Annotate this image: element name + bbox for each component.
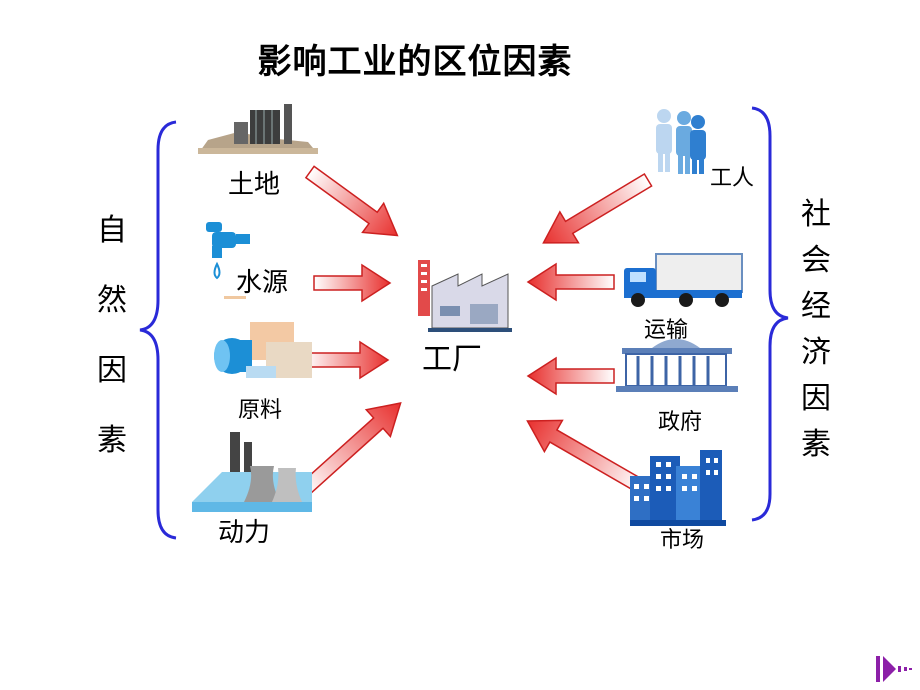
label-workers: 工人	[710, 166, 755, 191]
truck-icon	[624, 253, 743, 307]
water-tap-icon	[206, 222, 250, 299]
workers-icon	[656, 109, 706, 174]
arrow-workers-to-factory	[542, 172, 653, 244]
socioeconomic-factors-label: 社 会 经 济 因 素	[798, 192, 834, 468]
socioeconomic-factors-char: 因	[801, 381, 831, 416]
factory-icon	[418, 260, 512, 332]
arrow-material-to-factory	[305, 340, 390, 380]
socioeconomic-factors-char: 素	[801, 427, 831, 462]
socioeconomic-factors-char: 社	[801, 197, 831, 232]
label-factory: 工厂	[422, 342, 482, 377]
city-market-icon	[630, 450, 726, 526]
natural-factors-label: 自 然 因 素	[94, 208, 130, 464]
arrow-water-to-factory	[313, 263, 392, 303]
socioeconomic-factors-char: 济	[801, 335, 831, 370]
power-plant-icon	[192, 432, 312, 512]
label-power: 动力	[218, 518, 271, 548]
arrow-land-to-factory	[304, 165, 399, 237]
natural-factors-char: 因	[97, 353, 127, 388]
left-brace	[139, 120, 177, 540]
arrow-power-to-factory	[298, 402, 402, 497]
label-raw-materials: 原料	[238, 398, 283, 423]
raw-materials-icon	[214, 322, 312, 378]
label-market: 市场	[660, 528, 705, 553]
natural-factors-char: 然	[97, 283, 127, 318]
socioeconomic-factors-char: 会	[801, 243, 831, 278]
label-water: 水源	[236, 268, 289, 298]
arrow-government-to-factory	[526, 356, 615, 396]
land-factory-icon	[198, 104, 318, 154]
natural-factors-char: 自	[97, 213, 127, 248]
label-transport: 运输	[644, 318, 689, 343]
label-government: 政府	[658, 410, 703, 435]
natural-factors-char: 素	[97, 423, 127, 458]
next-slide-icon[interactable]	[874, 654, 914, 684]
government-building-icon	[616, 339, 738, 392]
socioeconomic-factors-char: 经	[801, 289, 831, 324]
arrow-transport-to-factory	[526, 262, 615, 302]
arrow-market-to-factory	[526, 419, 645, 494]
right-brace	[751, 106, 789, 522]
label-land: 土地	[228, 170, 281, 200]
page-title: 影响工业的区位因素	[257, 42, 573, 82]
